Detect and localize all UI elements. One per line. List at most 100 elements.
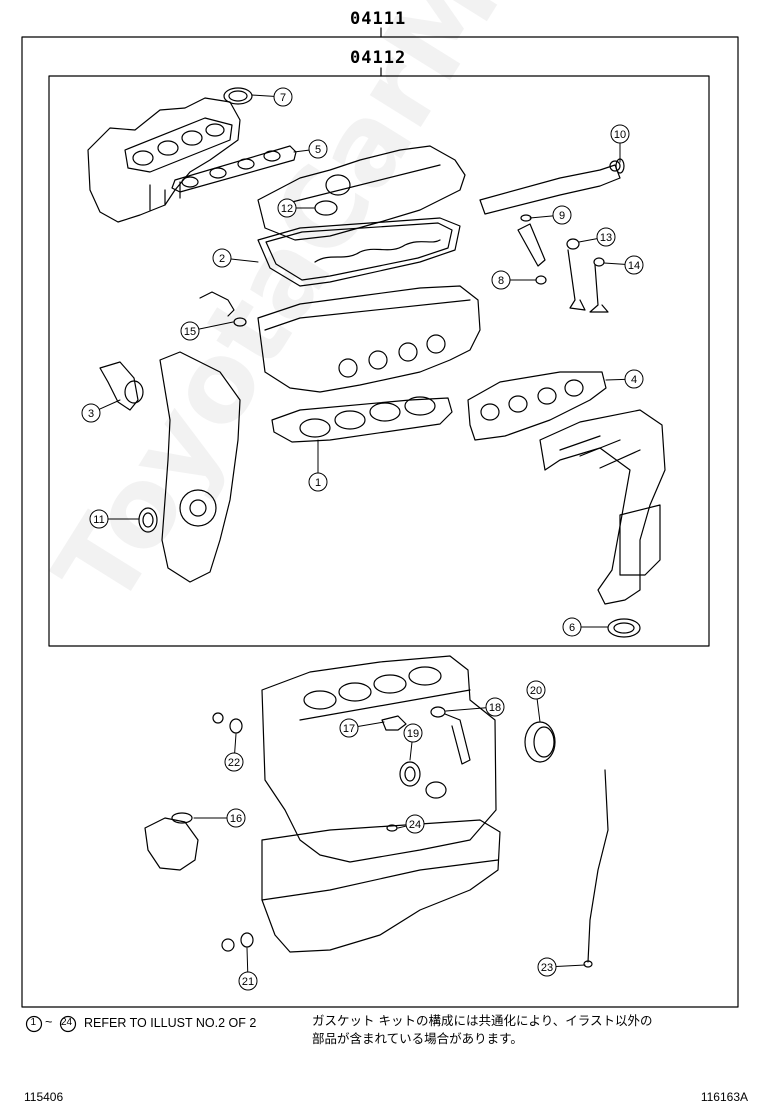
o-ring-24-drawing [386,824,398,832]
exhaust-gasket-4-drawing [467,371,607,441]
callout-circle-23 [537,957,557,977]
callout-number-7: 7 [280,92,286,104]
sensor-22-drawing [212,712,243,734]
callout-number-22: 22 [228,757,240,769]
callout-number-20: 20 [530,685,542,697]
callout-leader-7 [251,94,275,97]
callout-number-2: 2 [219,253,225,265]
callout-circle-13 [596,227,616,247]
callout-circle-12 [277,198,297,218]
intake-gasket-5-drawing [171,145,297,193]
outer-kit-frame [21,36,739,1008]
oil-seal-20-drawing [524,721,556,763]
oil-seal-19-drawing [399,761,421,787]
callout-circle-18 [485,697,505,717]
valve-drawing [566,238,609,313]
fuel-rail-drawing [479,158,625,215]
callout-number-23: 23 [541,962,553,974]
callout-number-9: 9 [559,210,565,222]
callout-number-14: 14 [628,260,640,272]
callout-circle-11 [89,509,109,529]
oil-seal-7-drawing [223,87,253,105]
injector-drawing [517,214,547,285]
callout-number-4: 4 [631,374,637,386]
cover-gasket-2-drawing [257,217,461,287]
callout-circle-3 [81,403,101,423]
callout-circle-5 [308,139,328,159]
callout-number-21: 21 [242,976,254,988]
head-gasket-1-drawing [271,396,453,443]
water-pump-16-drawing [144,812,199,871]
cylinder-block-drawing [261,655,497,863]
cylinder-head-drawing [257,285,481,393]
callout-number-10: 10 [614,129,626,141]
callout-number-5: 5 [315,144,321,156]
callout-circle-22 [224,752,244,772]
callout-circle-8 [491,270,511,290]
part-18-drawing [430,706,471,765]
inner-kit-code: 04112 [350,48,407,68]
callout-circle-24 [405,814,425,834]
outer-kit-code: 04111 [350,9,407,29]
callout-leader-15 [198,321,234,330]
callout-leader-2 [230,258,259,263]
range-start-number: 1 [30,1017,37,1028]
callout-circle-9 [552,205,572,225]
oil-pan-drawing [261,819,501,953]
japanese-note-line1: ガスケット キットの構成には共通化により、イラスト以外の [312,1013,653,1028]
reference-note: REFER TO ILLUST NO.2 OF 2 [84,1016,257,1030]
plug-gasket-12-drawing [314,200,338,216]
callout-leader-5 [293,149,310,153]
dipstick-23-drawing [583,769,609,968]
cylinder-head-cover-drawing [257,145,466,241]
inner-kit-frame [48,75,710,647]
callout-circle-1 [308,472,328,492]
callout-number-18: 18 [489,702,501,714]
callout-circle-19 [403,723,423,743]
callout-number-13: 13 [600,232,612,244]
oil-seal-11-drawing [138,507,158,533]
range-tilde: ~ [45,1015,53,1029]
figure-number: 116163A [700,1090,748,1104]
part-17-drawing [381,715,407,731]
callout-leader-3 [98,399,121,410]
callout-leader-22 [234,733,237,754]
callout-leader-9 [529,215,554,219]
intake-manifold-drawing [87,97,241,223]
callout-number-15: 15 [184,326,196,338]
exhaust-manifold-drawing [539,409,666,605]
callout-circle-7 [273,87,293,107]
callout-number-1: 1 [315,477,321,489]
callout-leader-20 [536,698,541,723]
callout-leader-4 [605,378,626,381]
callout-circle-20 [526,680,546,700]
callout-circle-2 [212,248,232,268]
callout-circle-15 [180,321,200,341]
callout-leader-14 [603,262,626,265]
range-end-number: 24 [61,1017,73,1028]
illustration-number: 115406 [24,1090,64,1104]
callout-circle-17 [339,718,359,738]
callout-circle-4 [624,369,644,389]
callout-number-6: 6 [569,622,575,634]
callout-leader-13 [578,238,598,243]
callout-circle-6 [562,617,582,637]
callout-leader-18 [445,707,487,712]
callout-circle-21 [238,971,258,991]
japanese-note-line2: 部品が含まれている場合があります。 [312,1031,523,1046]
callout-leader-21 [246,947,249,973]
callout-number-3: 3 [88,408,94,420]
timing-cover-drawing [159,351,241,583]
callout-number-17: 17 [343,723,355,735]
callout-number-11: 11 [93,514,104,526]
callout-circle-14 [624,255,644,275]
callout-leader-23 [555,964,586,968]
callout-leader-24 [397,825,407,829]
water-outlet-3-drawing [99,361,144,411]
callout-number-19: 19 [407,728,419,740]
footer-range-circles [25,1015,77,1033]
callout-leader-17 [357,721,385,727]
drain-plug-21-drawing [221,932,254,952]
callout-number-8: 8 [498,275,504,287]
